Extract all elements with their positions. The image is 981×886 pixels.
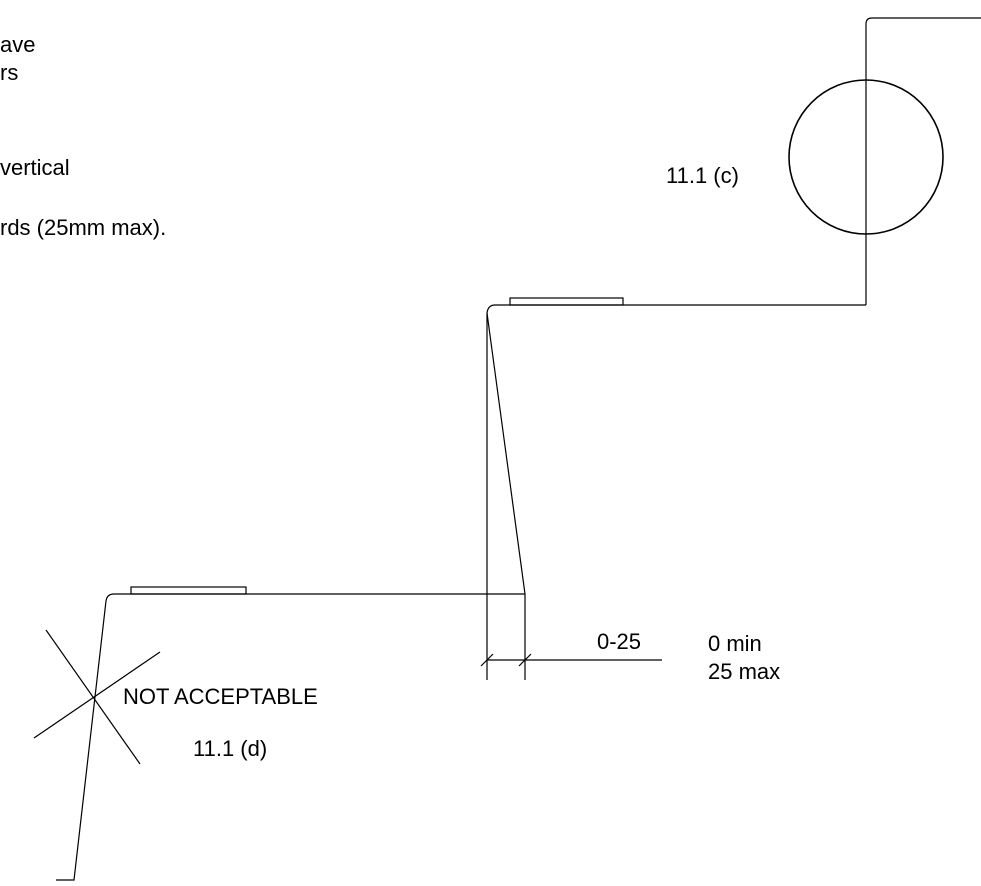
unacceptable-riser-line — [56, 600, 107, 881]
cross-mark-line-1 — [45, 629, 141, 765]
max-label: 25 max — [708, 659, 780, 684]
note-line-2: rs — [0, 60, 18, 85]
cross-mark-line-2 — [33, 651, 161, 739]
middle-nosing-strip — [509, 297, 624, 306]
sloped-riser-front — [486, 312, 526, 595]
detail-d-label: 11.1 (d) — [193, 736, 267, 761]
lower-tread-line — [105, 593, 525, 602]
note-line-3: vertical — [0, 155, 70, 180]
dimension-label: 0-25 — [597, 629, 641, 654]
dimension-tick-left — [480, 653, 494, 667]
middle-tread-line — [486, 304, 866, 314]
not-acceptable-label: NOT ACCEPTABLE — [123, 684, 318, 709]
min-label: 0 min — [708, 631, 762, 656]
dimension-tick-right — [518, 653, 532, 667]
note-line-1: ave — [0, 32, 35, 57]
detail-circle — [788, 79, 944, 235]
note-line-4: rds (25mm max). — [0, 215, 166, 240]
detail-c-label: 11.1 (c) — [666, 163, 739, 188]
upper-riser-line — [865, 17, 981, 305]
lower-nosing-strip — [130, 586, 247, 595]
